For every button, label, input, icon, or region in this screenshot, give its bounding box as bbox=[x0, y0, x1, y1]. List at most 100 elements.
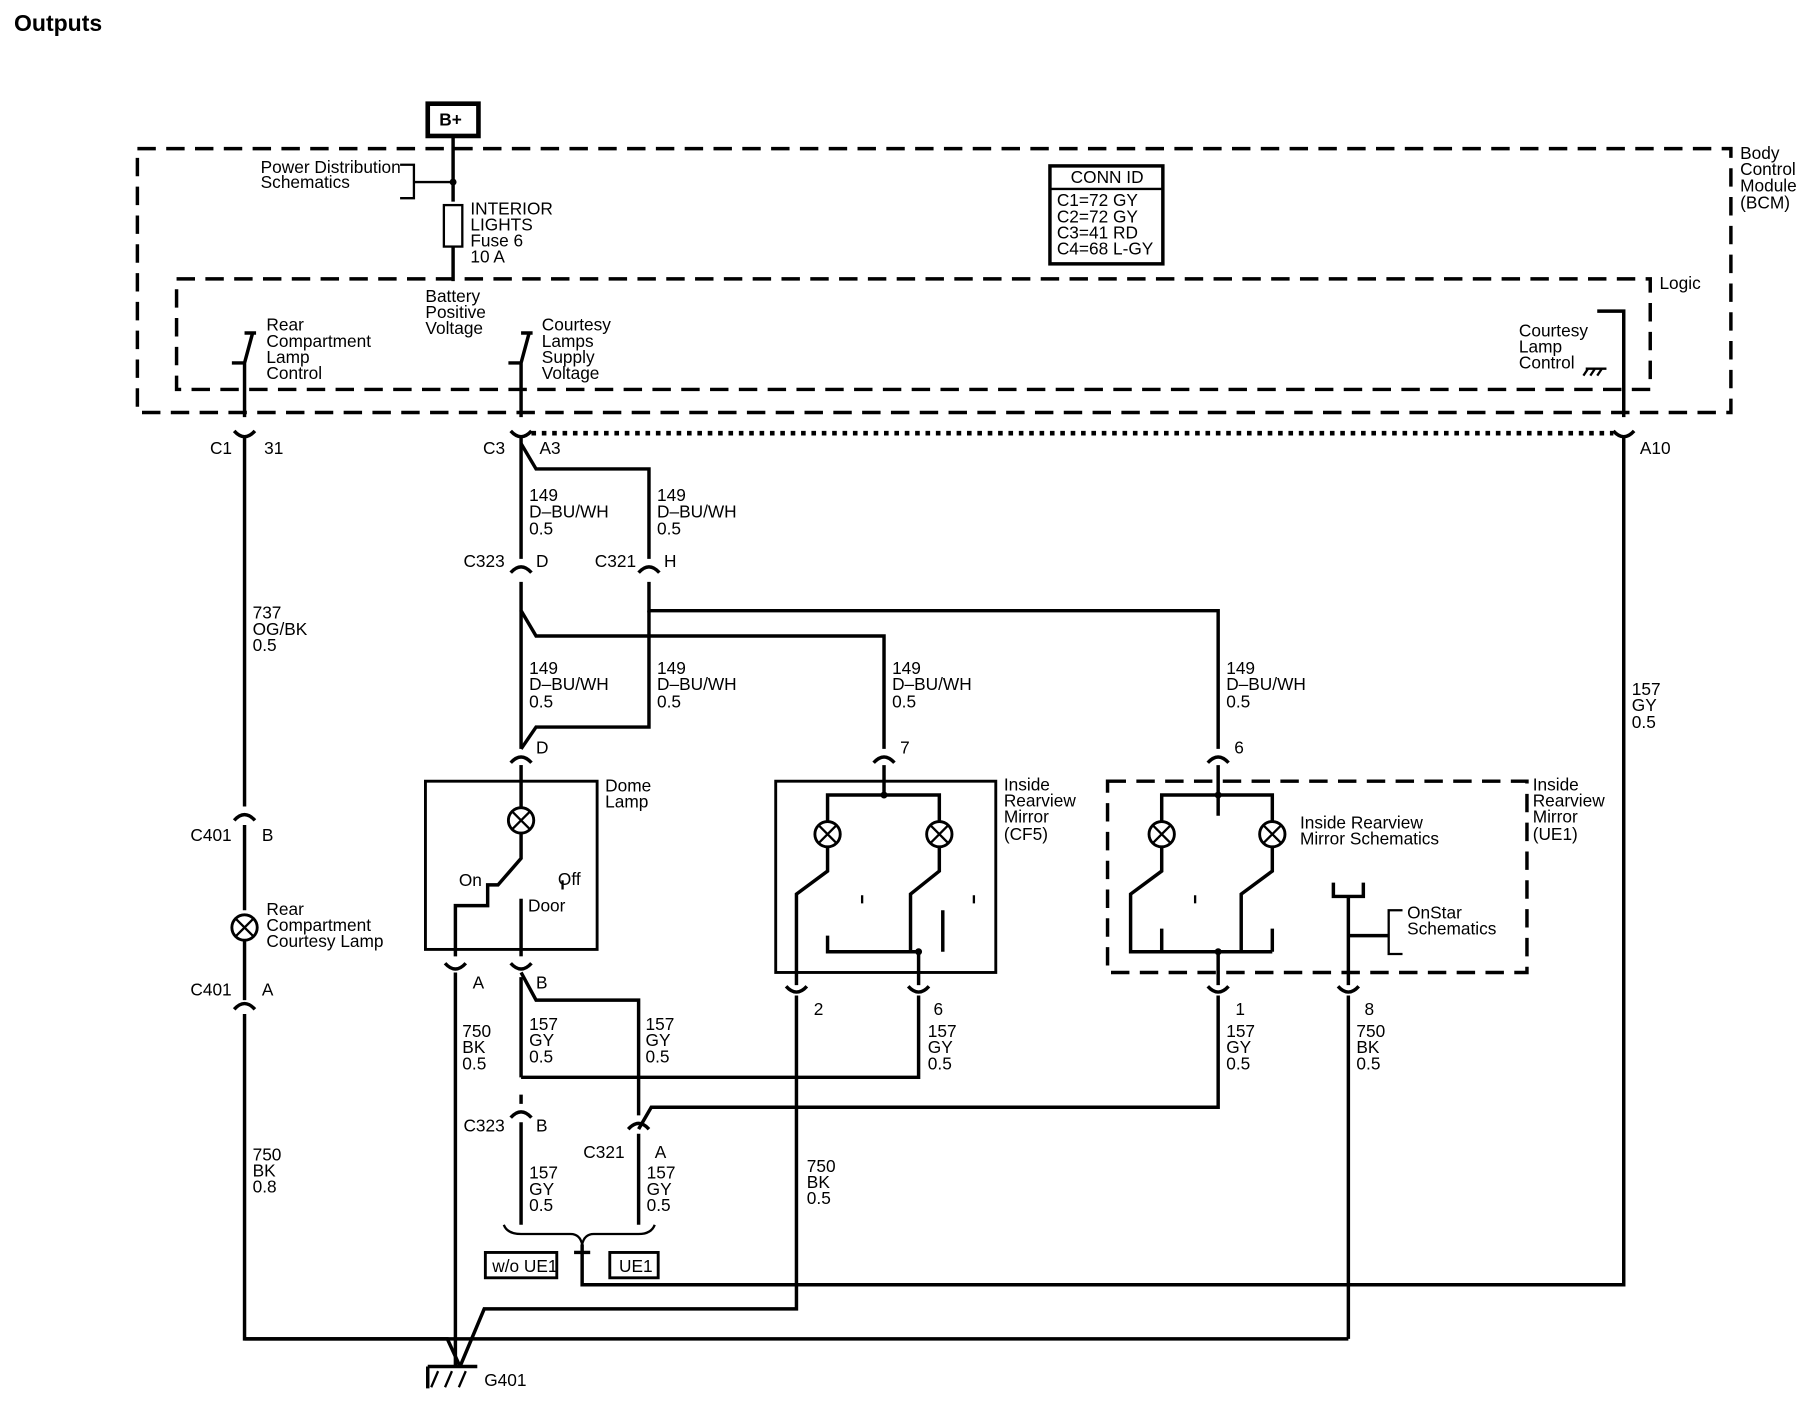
svg-text:0.5: 0.5 bbox=[807, 1188, 831, 1208]
svg-text:Control: Control bbox=[1519, 353, 1575, 373]
svg-text:C323: C323 bbox=[463, 551, 504, 571]
svg-text:Mirror: Mirror bbox=[1004, 807, 1049, 827]
rear-lamp-label: Rear Compartment Courtesy Lamp bbox=[266, 899, 383, 951]
svg-text:w/o UE1: w/o UE1 bbox=[491, 1256, 557, 1276]
svg-text:750: 750 bbox=[462, 1021, 491, 1041]
connector-cf5-7: 7 bbox=[872, 738, 910, 764]
svg-text:31: 31 bbox=[264, 438, 283, 458]
svg-text:D–BU/WH: D–BU/WH bbox=[529, 674, 609, 694]
svg-text:0.5: 0.5 bbox=[657, 691, 681, 711]
connector-cf5-2: 2 bbox=[784, 985, 824, 1019]
svg-text:G401: G401 bbox=[484, 1370, 526, 1390]
svg-text:149: 149 bbox=[529, 658, 558, 678]
connector-c401-b: C401 B bbox=[190, 812, 273, 911]
svg-text:149: 149 bbox=[529, 485, 558, 505]
conn-id-line: C4=68 L-GY bbox=[1057, 239, 1154, 259]
svg-text:A: A bbox=[262, 980, 274, 1000]
connector-ue1-8: 8 bbox=[1336, 985, 1374, 1019]
mirror-cf5-lamp-right-icon bbox=[925, 820, 954, 849]
svg-text:C401: C401 bbox=[190, 825, 231, 845]
dome-lamp-label: Dome Lamp bbox=[605, 776, 651, 812]
ground-g401-icon: G401 bbox=[244, 1337, 526, 1390]
bcm-label: Body Control Module (BCM) bbox=[1740, 143, 1797, 213]
wire-label: 157 GY 0.5 bbox=[1632, 679, 1661, 732]
svg-text:0.5: 0.5 bbox=[928, 1053, 952, 1073]
svg-text:Compartment: Compartment bbox=[266, 915, 371, 935]
svg-text:157: 157 bbox=[1226, 1021, 1255, 1041]
courtesy-supply-label: Courtesy Lamps Supply Voltage bbox=[542, 315, 611, 383]
svg-text:B: B bbox=[536, 973, 548, 993]
mirror-ue1-lamp-left-icon bbox=[1147, 820, 1176, 849]
svg-text:0.5: 0.5 bbox=[1226, 691, 1250, 711]
page-title: Outputs bbox=[14, 10, 103, 36]
svg-text:BK: BK bbox=[462, 1037, 486, 1057]
wire-label: 157 GY 0.5 bbox=[529, 1163, 558, 1215]
svg-text:Rearview: Rearview bbox=[1004, 791, 1076, 811]
svg-text:GY: GY bbox=[646, 1030, 671, 1050]
wire-label: 750 BK 0.5 bbox=[807, 1156, 836, 1208]
svg-text:0.5: 0.5 bbox=[646, 1046, 670, 1066]
connector-c1-31: C1 31 bbox=[210, 429, 283, 458]
svg-text:0.5: 0.5 bbox=[1632, 712, 1656, 732]
svg-text:Courtesy: Courtesy bbox=[542, 315, 611, 335]
svg-text:2: 2 bbox=[814, 999, 824, 1019]
svg-text:Lamp: Lamp bbox=[266, 347, 309, 367]
svg-text:750: 750 bbox=[807, 1156, 836, 1176]
mirror-ue1-lamp-right-icon bbox=[1258, 820, 1287, 849]
svg-text:D–BU/WH: D–BU/WH bbox=[892, 674, 972, 694]
wire-label: 157 GY 0.5 bbox=[529, 1014, 558, 1066]
svg-text:Voltage: Voltage bbox=[425, 318, 483, 338]
svg-text:149: 149 bbox=[657, 485, 686, 505]
svg-text:BK: BK bbox=[253, 1160, 277, 1180]
svg-text:Lamp: Lamp bbox=[605, 792, 648, 812]
svg-text:UE1: UE1 bbox=[619, 1256, 653, 1276]
wire-label: 750 BK 0.5 bbox=[462, 1021, 491, 1073]
dome-off-label: Off bbox=[558, 869, 581, 889]
svg-text:D: D bbox=[536, 738, 548, 758]
svg-text:149: 149 bbox=[1226, 658, 1255, 678]
svg-text:LIGHTS: LIGHTS bbox=[470, 214, 532, 234]
svg-text:Supply: Supply bbox=[542, 347, 595, 367]
svg-text:Inside: Inside bbox=[1004, 774, 1050, 794]
connector-ue1-6: 6 bbox=[1206, 738, 1244, 764]
mirror-cf5-label: Inside Rearview Mirror (CF5) bbox=[1004, 774, 1076, 844]
svg-text:6: 6 bbox=[1234, 738, 1244, 758]
svg-text:0.5: 0.5 bbox=[657, 519, 681, 539]
svg-text:Courtesy Lamp: Courtesy Lamp bbox=[266, 931, 383, 951]
wire-label: 149 D–BU/WH 0.5 bbox=[1226, 658, 1306, 711]
svg-text:Compartment: Compartment bbox=[266, 331, 371, 351]
svg-text:C321: C321 bbox=[595, 551, 636, 571]
bcm-label-line: Control bbox=[1740, 159, 1796, 179]
svg-text:B: B bbox=[536, 1115, 548, 1135]
svg-text:H: H bbox=[664, 551, 676, 571]
wire-label: 750 BK 0.8 bbox=[253, 1144, 282, 1196]
fuse-label: INTERIOR LIGHTS Fuse 6 10 A bbox=[470, 198, 552, 266]
svg-text:6: 6 bbox=[934, 999, 944, 1019]
svg-text:Schematics: Schematics bbox=[261, 172, 351, 192]
svg-text:Voltage: Voltage bbox=[542, 363, 600, 383]
connector-c401-a: C401 A bbox=[190, 980, 274, 1011]
dome-on-label: On bbox=[459, 870, 482, 890]
wire-label: 157 GY 0.5 bbox=[1226, 1021, 1255, 1073]
svg-text:0.5: 0.5 bbox=[529, 1046, 553, 1066]
logic-boundary bbox=[174, 277, 1652, 392]
svg-text:0.5: 0.5 bbox=[1226, 1053, 1250, 1073]
svg-text:750: 750 bbox=[253, 1144, 282, 1164]
svg-text:Inside Rearview: Inside Rearview bbox=[1300, 812, 1423, 832]
svg-text:Schematics: Schematics bbox=[1407, 918, 1497, 938]
connector-c321-a: C321 A bbox=[583, 1121, 667, 1162]
wire-label: 157 GY 0.5 bbox=[928, 1021, 957, 1073]
wire-label: 149 D–BU/WH 0.5 bbox=[529, 485, 609, 538]
svg-text:GY: GY bbox=[529, 1179, 554, 1199]
mirror-cf5-lamp-left-icon bbox=[813, 820, 842, 849]
wire-label: 737 OG/BK 0.5 bbox=[253, 603, 308, 655]
svg-text:157: 157 bbox=[529, 1014, 558, 1034]
svg-text:INTERIOR: INTERIOR bbox=[470, 198, 552, 218]
onstar-label: OnStar Schematics bbox=[1407, 902, 1497, 938]
svg-text:D–BU/WH: D–BU/WH bbox=[657, 501, 737, 521]
svg-text:0.5: 0.5 bbox=[462, 1053, 486, 1073]
svg-text:157: 157 bbox=[647, 1163, 676, 1183]
svg-text:750: 750 bbox=[1356, 1021, 1385, 1041]
mirror-ue1-box bbox=[1105, 779, 1529, 975]
